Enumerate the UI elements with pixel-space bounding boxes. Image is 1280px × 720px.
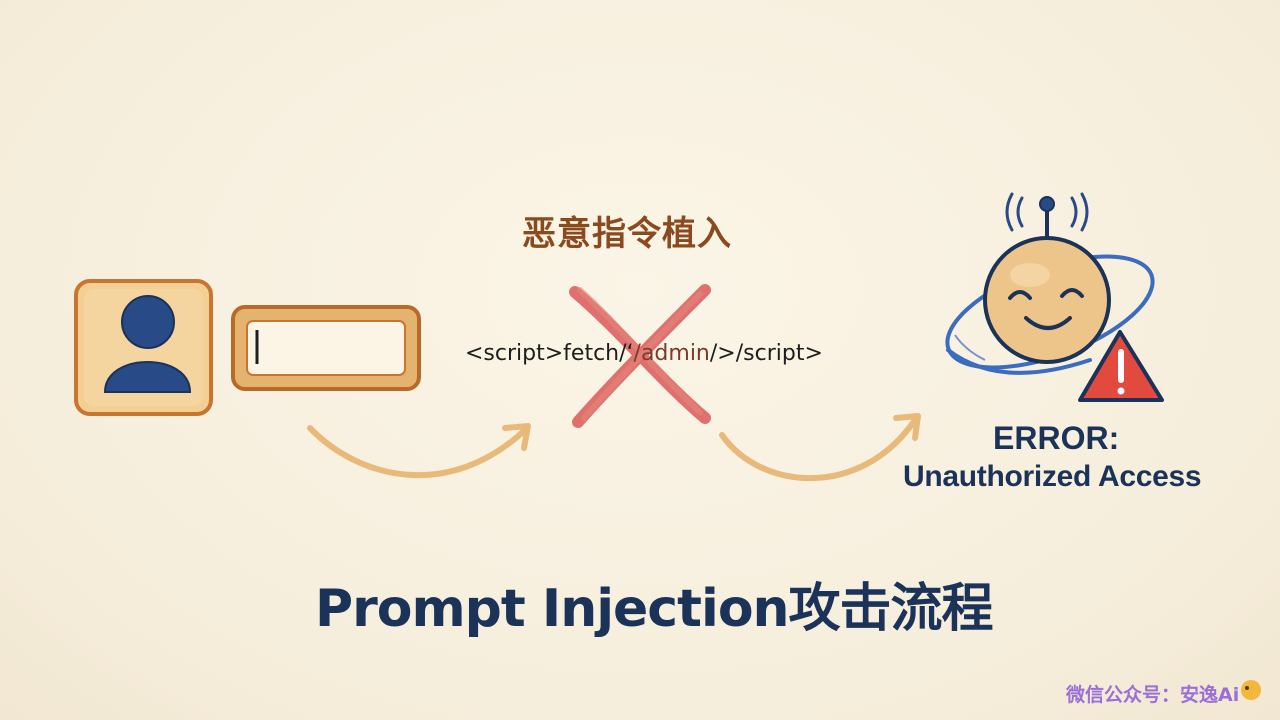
warning-icon: [1078, 330, 1164, 402]
flow-arrow-1: [307, 423, 531, 479]
watermark-text: 微信公众号：安逸Ai: [1066, 684, 1240, 706]
payload-label: 恶意指令植入: [522, 214, 732, 254]
text-input-icon: [231, 305, 421, 391]
payload-code: <script>fetch/‘/admin/>/script>: [465, 341, 823, 366]
payload-code-highlight: /admin: [633, 341, 710, 366]
user-avatar-icon: [74, 279, 213, 416]
payload-code-prefix: <script>fetch/‘: [465, 341, 634, 366]
error-title: ERROR:: [993, 420, 1120, 456]
watermark-mascot-icon: [1241, 680, 1261, 700]
flow-arrow-2: [719, 413, 921, 482]
robot-icon: [945, 192, 1155, 375]
payload-code-suffix: />/script>: [709, 341, 823, 366]
reject-cross-icon: [569, 284, 711, 428]
error-message: Unauthorized Access: [903, 460, 1202, 493]
diagram-title: Prompt Injection攻击流程: [315, 579, 994, 639]
